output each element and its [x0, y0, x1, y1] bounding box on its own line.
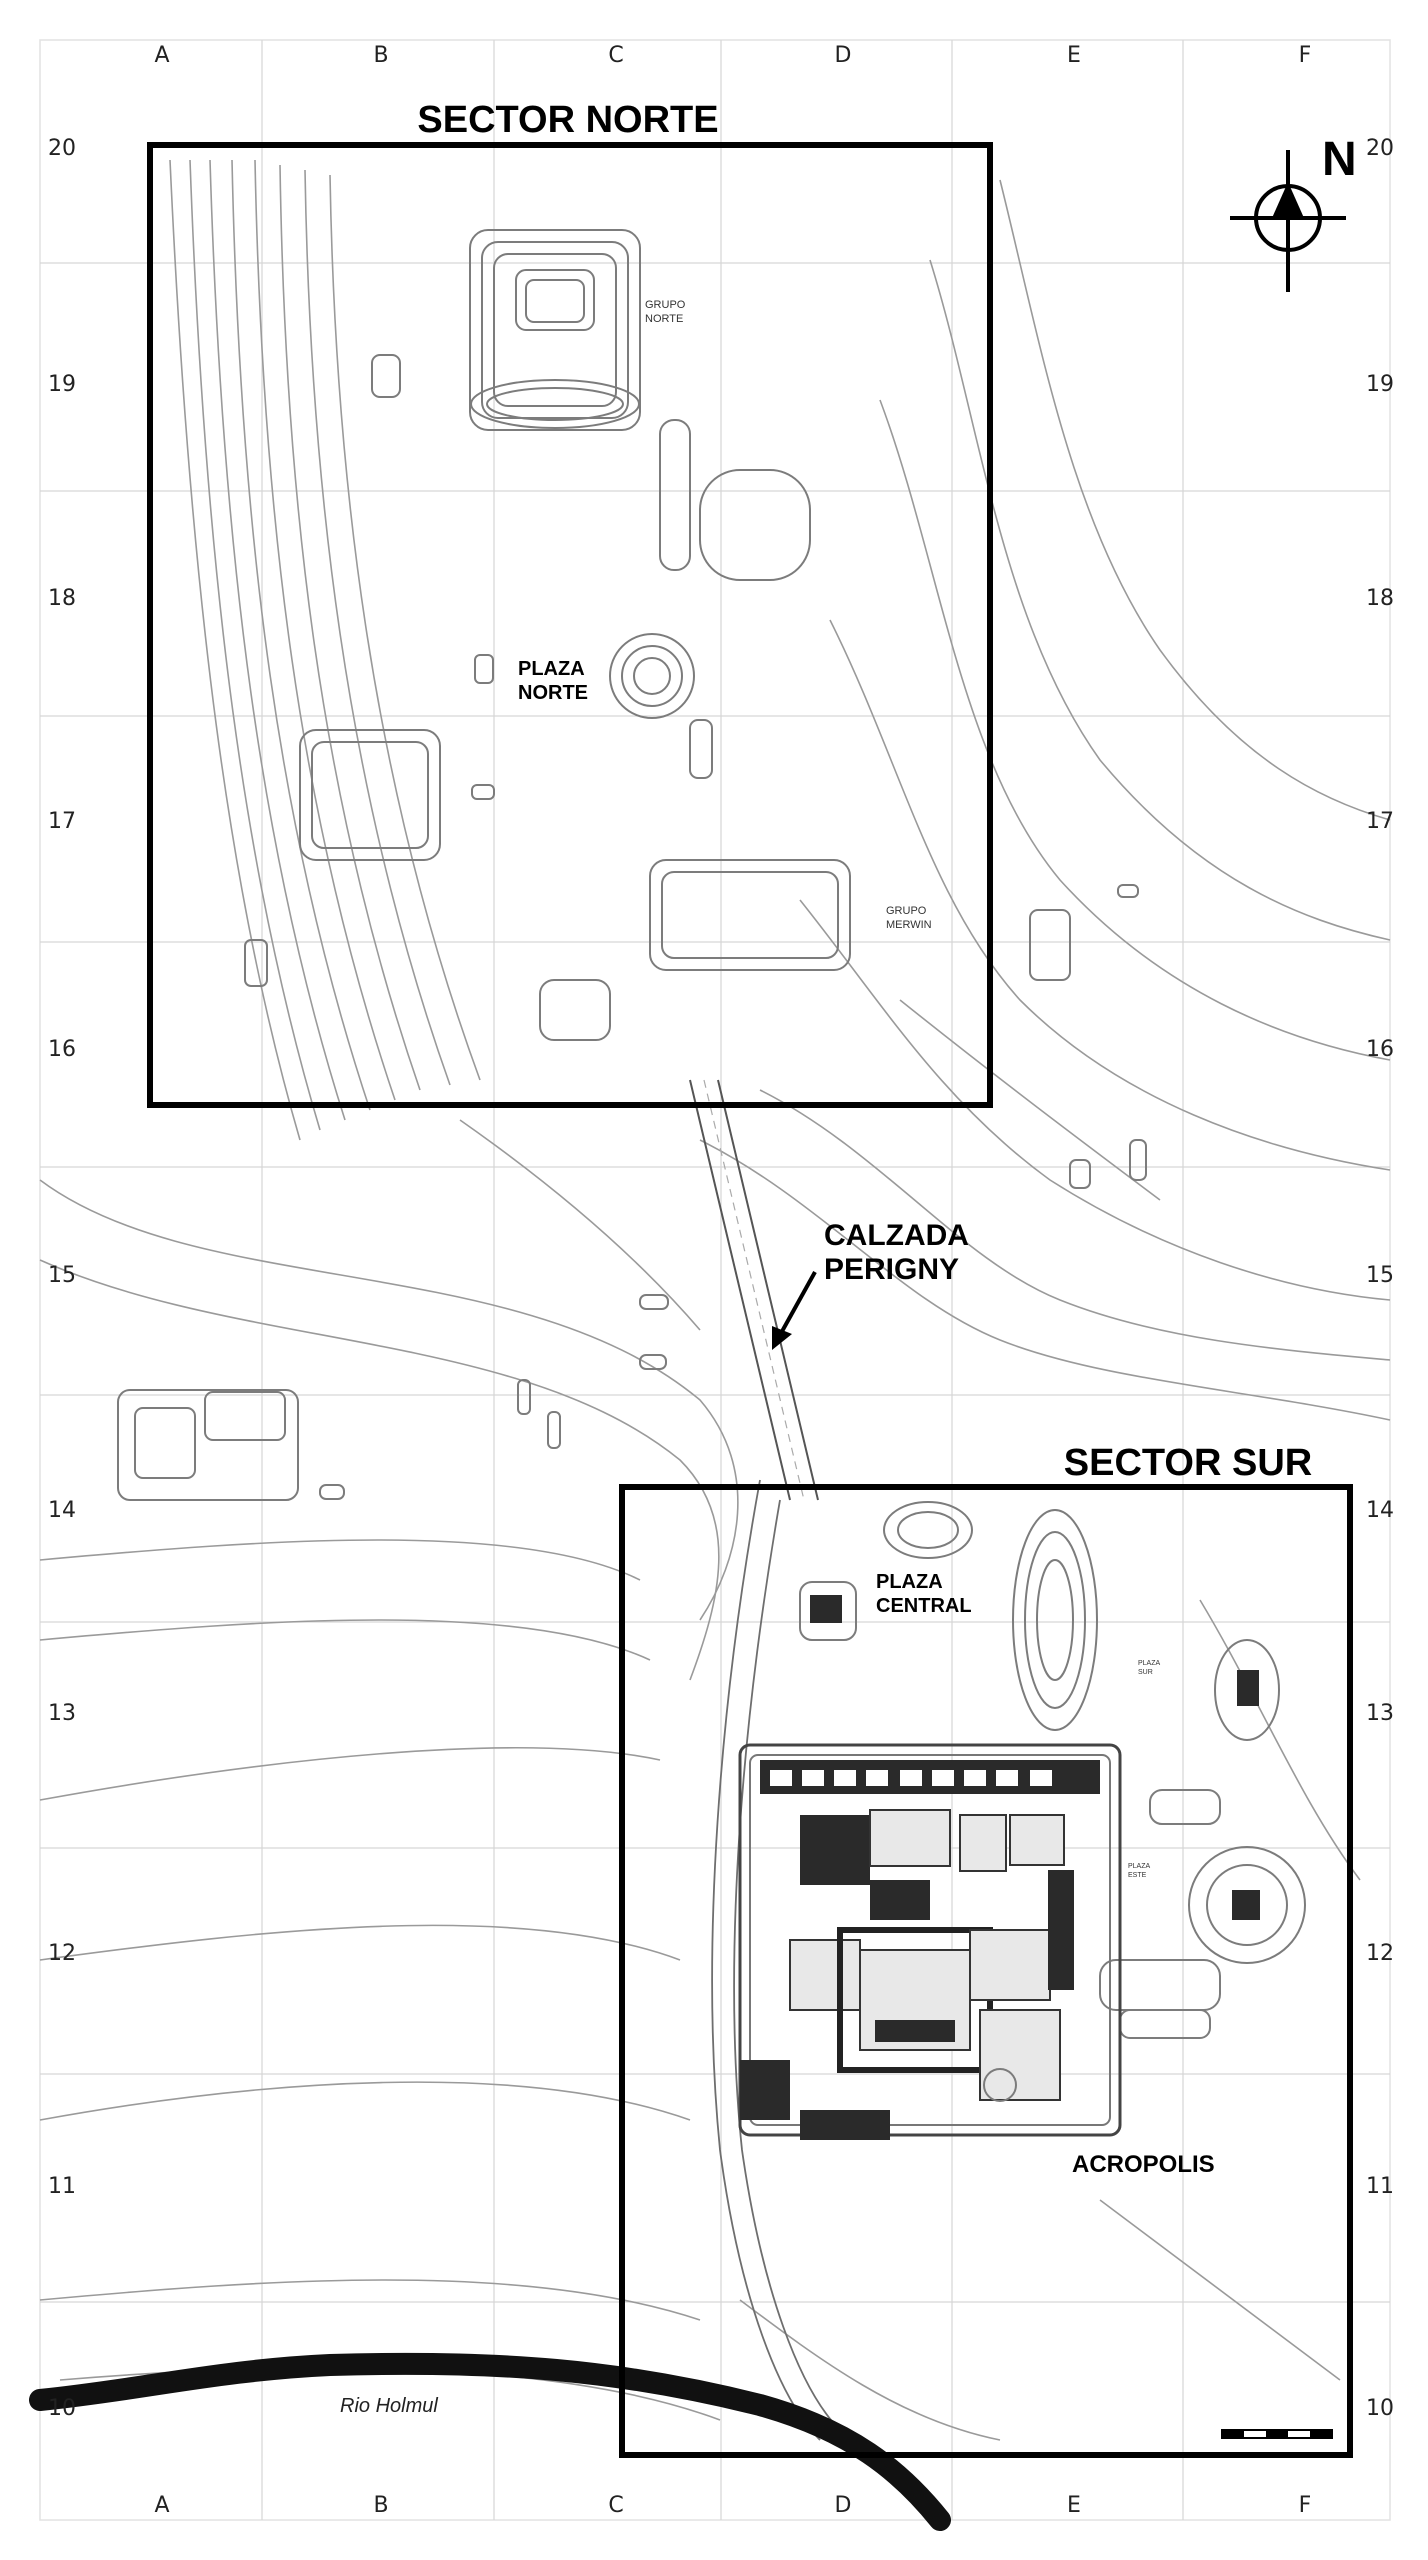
grid-column-labels-top: A B C D E F — [154, 43, 1311, 68]
grid-column-label: A — [154, 43, 169, 68]
plaza-norte-label: PLAZA NORTE — [518, 658, 589, 704]
grid-column-label: C — [608, 43, 623, 68]
acropolis-label: ACROPOLIS — [1072, 2151, 1215, 2178]
grid-row-label: 10 — [1366, 2396, 1394, 2421]
grid-row-label: 16 — [1366, 1037, 1394, 1062]
grid-row-labels-right: 20 19 18 17 16 15 14 13 12 11 10 — [1366, 136, 1394, 2421]
grid-column-label: A — [154, 2493, 169, 2518]
grid-column-label: B — [373, 43, 388, 68]
grid-column-label: B — [373, 2493, 388, 2518]
grid-column-label: E — [1067, 43, 1081, 68]
plaza-sur-label: PLAZA SUR — [1138, 1660, 1162, 1676]
grid-row-label: 12 — [1366, 1941, 1394, 1966]
grid-column-label: F — [1299, 2493, 1312, 2518]
grid-row-label: 13 — [48, 1701, 76, 1726]
grid-row-label: 10 — [48, 2396, 76, 2421]
grid-row-label: 17 — [48, 809, 76, 834]
calzada-arrow-icon — [772, 1271, 817, 1350]
grupo-norte-label: GRUPO NORTE — [645, 299, 688, 325]
grid-row-label: 15 — [1366, 1263, 1394, 1288]
grid-column-label: C — [608, 2493, 623, 2518]
river-holmul — [29, 2352, 951, 2531]
grid-row-label: 19 — [48, 372, 76, 397]
sector-sur-box — [619, 1484, 1353, 2458]
south-sector-features — [738, 1501, 1306, 2140]
grid-column-label: F — [1299, 43, 1312, 68]
sector-norte-title: SECTOR NORTE — [417, 99, 718, 141]
map-frame — [39, 39, 1391, 2521]
grid-row-label: 20 — [1366, 136, 1394, 161]
grid-row-label: 17 — [1366, 809, 1394, 834]
compass-north-label: N — [1322, 133, 1357, 186]
grid-row-label: 16 — [48, 1037, 76, 1062]
grid-column-labels-bottom: A B C D E F — [154, 2493, 1311, 2518]
grid-column-label: D — [835, 43, 852, 68]
rio-holmul-label: Rio Holmul — [340, 2395, 438, 2417]
grid-row-label: 18 — [1366, 586, 1394, 611]
scale-bar — [1221, 2429, 1333, 2439]
grid-row-label: 20 — [48, 136, 76, 161]
grid-row-label: 11 — [48, 2174, 76, 2199]
grid-row-label: 14 — [48, 1498, 76, 1523]
grid-row-label: 12 — [48, 1941, 76, 1966]
grid-row-label: 14 — [1366, 1498, 1394, 1523]
sector-norte-box — [147, 142, 993, 1108]
grid-column-label: E — [1067, 2493, 1081, 2518]
grid-row-label: 15 — [48, 1263, 76, 1288]
grid-row-label: 13 — [1366, 1701, 1394, 1726]
calzada-perigny-label: CALZADA PERIGNY — [824, 1219, 976, 1286]
grupo-merwin-label: GRUPO MERWIN — [886, 905, 932, 931]
grid-row-labels-left: 20 19 18 17 16 15 14 13 12 11 10 — [48, 136, 76, 2421]
causeway — [689, 1079, 819, 1501]
plaza-central-label: PLAZA CENTRAL — [876, 1571, 972, 1617]
grid-row-label: 19 — [1366, 372, 1394, 397]
grid-row-label: 11 — [1366, 2174, 1394, 2199]
north-sector-features — [244, 229, 1139, 1041]
grid-column-label: D — [835, 2493, 852, 2518]
scattered-mounds — [117, 1139, 1147, 1501]
north-arrow-compass-icon: N — [1230, 133, 1357, 292]
sector-sur-title: SECTOR SUR — [1064, 1442, 1312, 1484]
contour-lines — [39, 159, 1391, 2441]
plaza-este-label: PLAZA ESTE — [1128, 1863, 1152, 1879]
grid-row-label: 18 — [48, 586, 76, 611]
